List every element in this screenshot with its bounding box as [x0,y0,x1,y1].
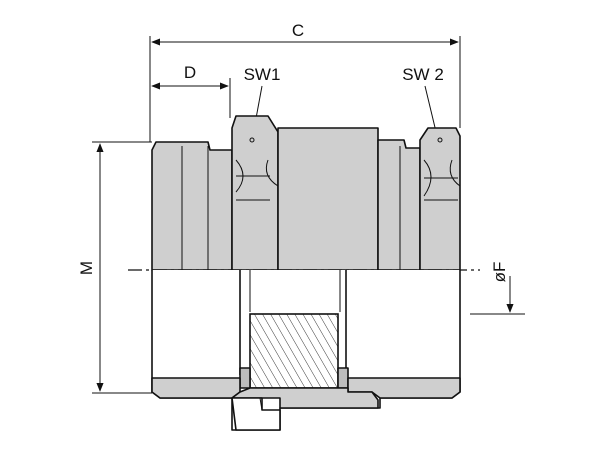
dimension-d-label: D [184,63,196,82]
hex-sw1 [231,115,279,271]
retainer-right [337,367,349,389]
gland-section-view [151,270,461,431]
dimension-f-label: øF [490,262,509,283]
section-bottom-profile [151,377,241,399]
gland-upper-view [151,115,461,271]
sw1-label: SW1 [244,65,281,84]
seal-insert [249,313,339,389]
middle-body [277,127,379,271]
dimension-d: D [151,63,231,118]
entry-thread [151,141,233,271]
dimension-f: øF [470,262,525,315]
hex-sw2 [419,127,461,271]
dimension-c: C [149,21,461,142]
dimension-m: M [77,141,152,394]
dimension-m-label: M [77,261,96,275]
dimension-c-label: C [292,21,304,40]
retainer-left [239,367,251,389]
sw2-label: SW 2 [402,65,444,84]
wrench-size-callouts: SW1 SW 2 [244,65,444,141]
exit-thread [377,139,421,271]
